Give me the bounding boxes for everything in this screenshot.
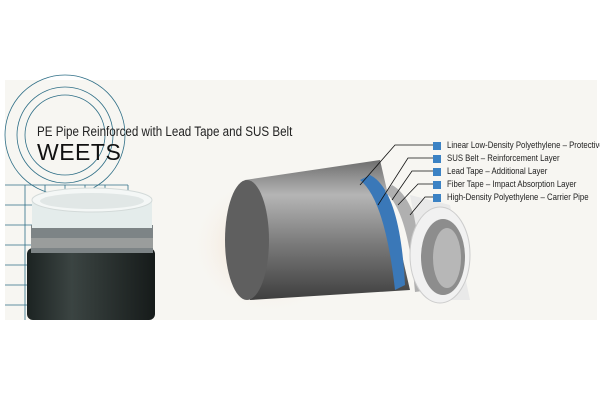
legend-marker bbox=[433, 141, 441, 150]
legend-item: Fiber Tape – Impact Absorption Layer bbox=[433, 178, 600, 191]
legend-label: High-Density Polyethylene – Carrier Pipe bbox=[447, 192, 589, 203]
pipe-sample-photo bbox=[27, 187, 155, 320]
legend-marker bbox=[433, 167, 441, 176]
legend-item: Lead Tape – Additional Layer bbox=[433, 165, 600, 178]
legend-marker bbox=[433, 154, 441, 163]
layer-legend: Linear Low-Density Polyethylene – Protec… bbox=[433, 139, 600, 204]
legend-label: SUS Belt – Reinforcement Layer bbox=[447, 153, 560, 164]
legend-item: SUS Belt – Reinforcement Layer bbox=[433, 152, 600, 165]
brand-name: WEETS bbox=[37, 139, 122, 165]
legend-label: Linear Low-Density Polyethylene – Protec… bbox=[447, 140, 600, 151]
leader-lines bbox=[359, 144, 435, 216]
legend-label: Fiber Tape – Impact Absorption Layer bbox=[447, 179, 577, 190]
product-title: PE Pipe Reinforced with Lead Tape and SU… bbox=[37, 124, 293, 139]
legend-label: Lead Tape – Additional Layer bbox=[447, 166, 548, 177]
legend-marker bbox=[433, 180, 441, 189]
pipe-cutaway bbox=[225, 160, 471, 304]
legend-item: Linear Low-Density Polyethylene – Protec… bbox=[433, 139, 600, 152]
legend-marker bbox=[433, 193, 441, 202]
legend-item: High-Density Polyethylene – Carrier Pipe bbox=[433, 191, 600, 204]
